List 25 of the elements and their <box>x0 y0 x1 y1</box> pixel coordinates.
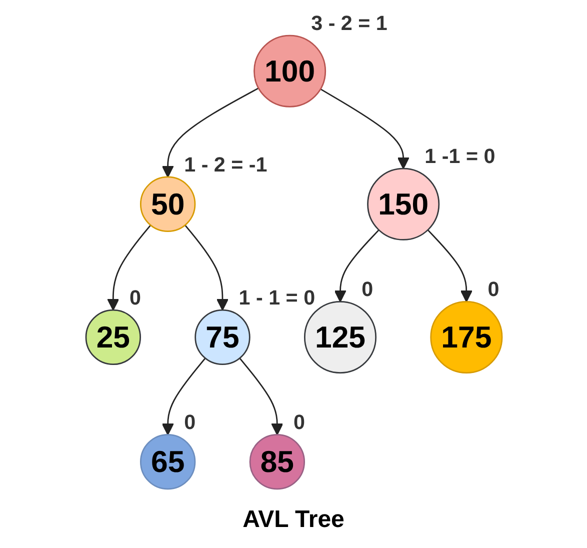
node-circle: 85 <box>248 434 305 490</box>
node-circle: 100 <box>253 34 326 108</box>
node-circle: 50 <box>139 176 196 232</box>
arrow <box>320 88 409 170</box>
diagram-caption: AVL Tree <box>242 505 344 535</box>
arrow <box>161 358 206 436</box>
balance-factor-label: 1 - 2 = -1 <box>184 154 267 176</box>
arrow <box>184 224 228 311</box>
balance-factor-label: 0 <box>361 278 373 302</box>
node-circle: 65 <box>139 434 196 490</box>
arrow <box>426 230 472 302</box>
node-circle: 150 <box>366 168 440 240</box>
node-circle: 25 <box>84 309 140 366</box>
arrow <box>106 224 151 311</box>
arrow <box>334 230 379 302</box>
node-circle: 175 <box>430 300 502 374</box>
node-circle: 75 <box>194 309 250 366</box>
arrow <box>238 358 283 436</box>
arrow <box>161 88 258 178</box>
balance-factor-label: 0 <box>128 286 140 310</box>
balance-factor-label: 0 <box>487 278 499 302</box>
balance-factor-label: 1 -1 = 0 <box>424 145 495 168</box>
balance-factor-label: 3 - 2 = 1 <box>310 12 387 36</box>
balance-factor-label: 0 <box>184 411 196 434</box>
balance-factor-label: 0 <box>292 411 304 434</box>
